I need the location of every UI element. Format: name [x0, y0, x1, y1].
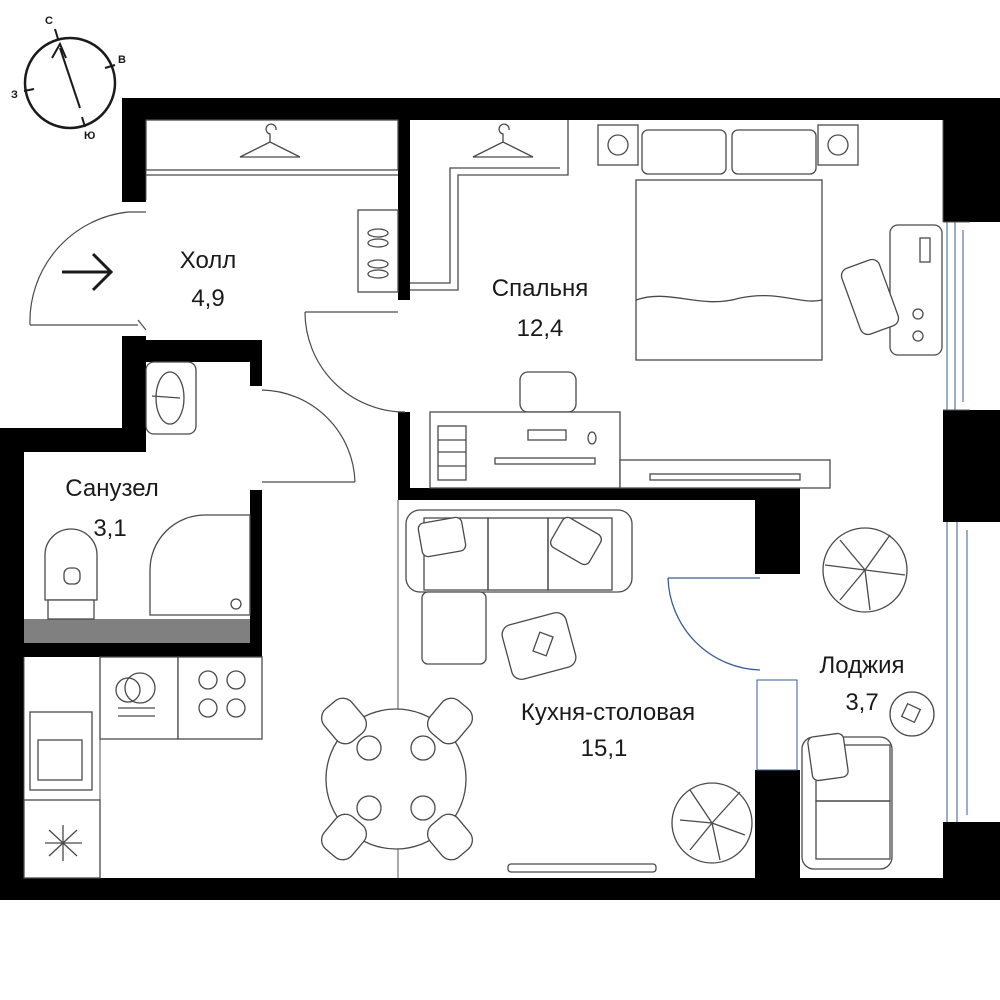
bathroom-name: Санузел	[65, 475, 159, 502]
loggia-name: Лоджия	[819, 652, 904, 679]
windows	[943, 221, 970, 822]
walls	[0, 98, 1000, 900]
kitchen-furniture	[23, 509, 753, 879]
doors	[29, 211, 798, 771]
bathroom-fixtures	[44, 361, 251, 620]
hall-name: Холл	[180, 247, 237, 274]
bedroom-area: 12,4	[517, 315, 564, 342]
bathroom-floor-strip	[24, 619, 250, 643]
kitchen-dining-name: Кухня-столовая	[521, 699, 695, 726]
compass-south-label: Ю	[84, 130, 95, 142]
hall-area: 4,9	[191, 285, 224, 312]
kitchen-dining-area: 15,1	[581, 735, 628, 762]
room-labels: Холл 4,9 Спальня 12,4 Санузел 3,1 Кухня-…	[65, 247, 904, 762]
loggia-area: 3,7	[845, 689, 878, 716]
compass: С В Ю З	[11, 15, 126, 142]
hall-furniture	[62, 119, 399, 293]
bedroom-furniture	[410, 120, 943, 489]
compass-east-label: В	[118, 54, 126, 66]
compass-north-label: С	[45, 15, 53, 27]
bedroom-name: Спальня	[492, 275, 588, 302]
compass-west-label: З	[11, 89, 18, 101]
bathroom-area: 3,1	[93, 515, 126, 542]
loggia-furniture	[801, 527, 935, 870]
